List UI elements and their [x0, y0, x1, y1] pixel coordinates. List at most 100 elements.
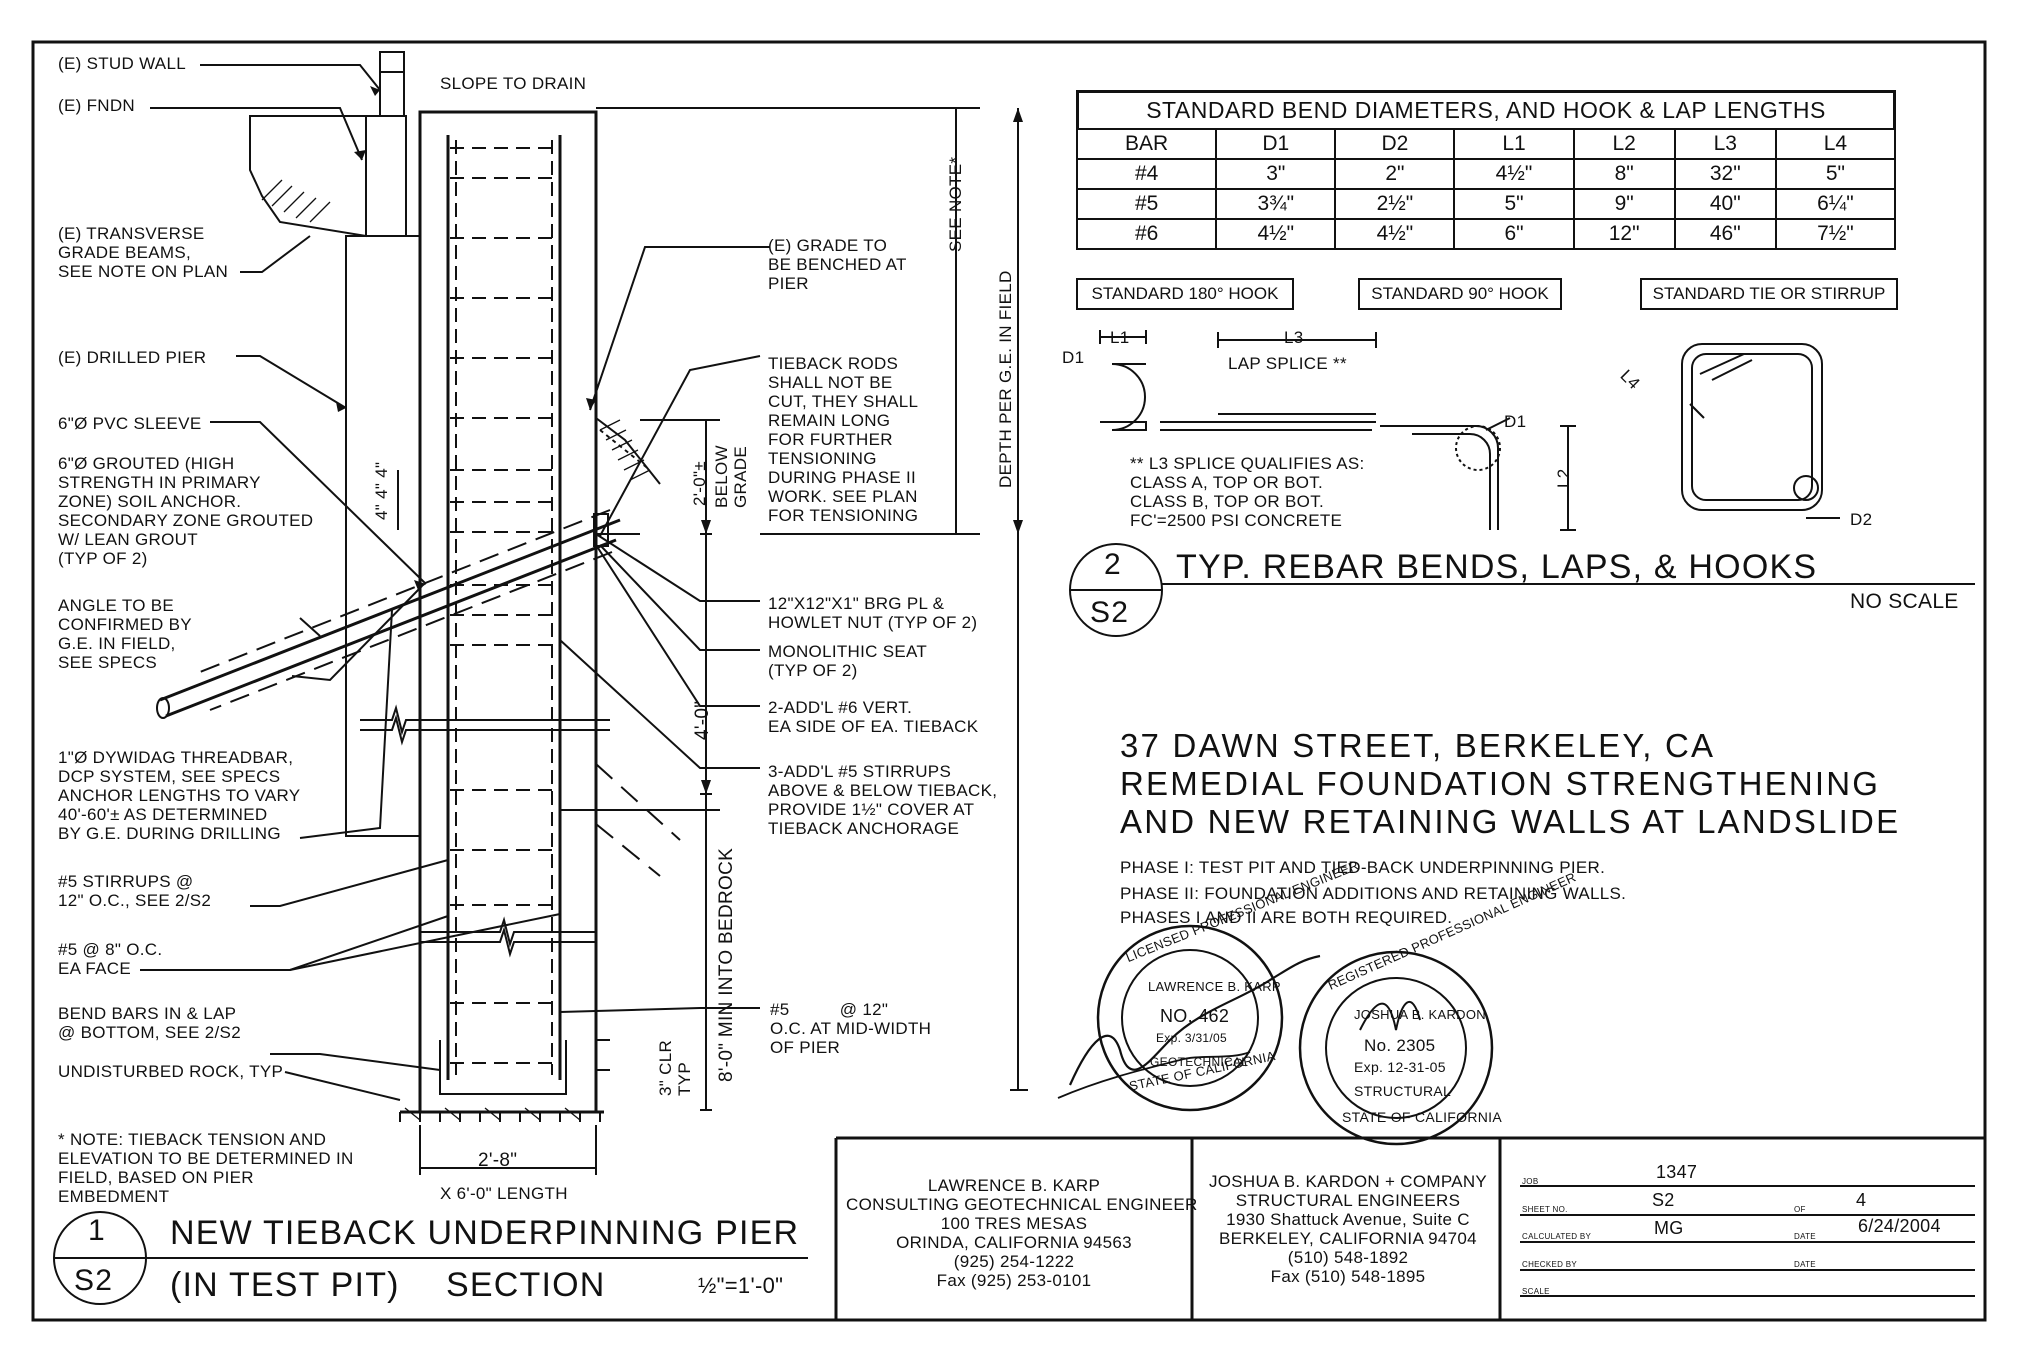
- label-tieback-rods: TIEBACK RODS SHALL NOT BE CUT, THEY SHAL…: [768, 354, 919, 526]
- table-row: #6 4½" 4½" 6" 12" 46" 7½": [1075, 218, 1897, 250]
- bend-table-header: L1: [1453, 128, 1575, 160]
- tb-calc: MG: [1654, 1218, 1684, 1238]
- str-stamp-type: STRUCTURAL: [1354, 1083, 1452, 1099]
- table-cell: 7½": [1774, 218, 1897, 250]
- label-grade-beams: (E) TRANSVERSE GRADE BEAMS, SEE NOTE ON …: [58, 224, 229, 282]
- table-cell: 46": [1673, 218, 1777, 250]
- hook-d2: D2: [1850, 510, 1873, 529]
- label-vert-bars: #5 @ 8" O.C. EA FACE: [58, 940, 163, 979]
- tb-sheet: S2: [1652, 1190, 1675, 1210]
- detail1-sheet: S2: [74, 1264, 114, 1297]
- hook-d1-180: D1: [1062, 348, 1085, 367]
- dim-clr: 3" CLR TYP: [656, 1039, 695, 1096]
- dim-width: 2'-8": [478, 1150, 518, 1171]
- tb-date2-label: DATE: [1794, 1260, 1816, 1269]
- table-cell: 6": [1453, 218, 1575, 250]
- detail2-sheet: S2: [1090, 596, 1130, 629]
- geo-engineer-block: LAWRENCE B. KARP CONSULTING GEOTECHNICAL…: [846, 1176, 1198, 1291]
- phase-3: PHASES I AND II ARE BOTH REQUIRED.: [1120, 908, 1453, 927]
- dim-4in: 4" 4" 4": [372, 461, 391, 520]
- hook-d1-90: D1: [1504, 412, 1527, 431]
- table-cell: 4½": [1453, 158, 1575, 190]
- new-pier: [418, 110, 598, 1114]
- str-stamp-exp: Exp. 12-31-05: [1354, 1059, 1446, 1075]
- geo-stamp-no: No. 462: [1160, 1006, 1230, 1026]
- label-addl-vert: 2-ADD'L #6 VERT. EA SIDE OF EA. TIEBACK: [768, 698, 979, 737]
- dim-4ft: 4'-0": [692, 700, 713, 740]
- label-grade-bench: (E) GRADE TO BE BENCHED AT PIER: [768, 236, 907, 294]
- tb-job-label: JOB: [1522, 1177, 1539, 1186]
- label-see-note: SEE NOTE*: [946, 156, 965, 252]
- table-cell: 2": [1334, 158, 1456, 190]
- table-cell: #5: [1075, 188, 1218, 220]
- label-rock: UNDISTURBED ROCK, TYP: [58, 1062, 284, 1081]
- bend-table-header: D1: [1215, 128, 1337, 160]
- geo-stamp-name: LAWRENCE B. KARP: [1148, 979, 1281, 994]
- dim-below-grade-value: 2'-0"±: [690, 461, 709, 506]
- dim-below-grade-label: BELOW GRADE: [712, 445, 751, 508]
- table-cell: 40": [1673, 188, 1777, 220]
- tb-of: 4: [1856, 1190, 1867, 1210]
- table-cell: 12": [1572, 218, 1676, 250]
- table-row: #5 3¾" 2½" 5" 9" 40" 6¼": [1075, 188, 1897, 220]
- label-tie-mid: #5 @ 12" O.C. AT MID-WIDTH OF PIER: [770, 1000, 932, 1058]
- table-cell: #4: [1075, 158, 1218, 190]
- bend-table-header: L4: [1774, 128, 1897, 160]
- detail1-section: SECTION: [446, 1266, 606, 1304]
- table-cell: 9": [1572, 188, 1676, 220]
- project-line2: REMEDIAL FOUNDATION STRENGTHENING: [1120, 765, 1881, 802]
- table-cell: 32": [1673, 158, 1777, 190]
- structural-engineer-block: JOSHUA B. KARDON + COMPANY STRUCTURAL EN…: [1208, 1172, 1488, 1287]
- label-dywidag: 1"ø DYWIDAG THREADBAR, DCP SYSTEM, SEE S…: [58, 748, 301, 844]
- label-drilled-pier: (E) DRILLED PIER: [58, 348, 207, 367]
- geo-stamp-outer: [1096, 924, 1284, 1112]
- table-cell: 4½": [1215, 218, 1337, 250]
- label-note: * NOTE: TIEBACK TENSION AND ELEVATION TO…: [58, 1130, 354, 1207]
- sheet-border: [31, 40, 1987, 1322]
- str-stamp-outer: [1298, 950, 1494, 1146]
- bend-table: STANDARD BEND DIAMETERS, AND HOOK & LAP …: [1075, 90, 1897, 250]
- tb-sheet-label: SHEET NO.: [1522, 1205, 1568, 1214]
- detail1-scale: ½"=1'-0": [698, 1273, 784, 1298]
- tb-scale-label: SCALE: [1522, 1287, 1550, 1296]
- existing-pier: [345, 235, 421, 837]
- tb-date-label: DATE: [1794, 1232, 1816, 1241]
- label-grouted-anchor: 6"ø GROUTED (HIGH STRENGTH IN PRIMARY ZO…: [58, 454, 314, 569]
- table-cell: 5": [1453, 188, 1575, 220]
- table-cell: #6: [1075, 218, 1218, 250]
- stud-wall: [379, 51, 405, 117]
- table-cell: 8": [1572, 158, 1676, 190]
- detail1-subtitle: (IN TEST PIT): [170, 1266, 400, 1304]
- geo-stamp-exp: Exp. 3/31/05: [1156, 1031, 1227, 1045]
- phase-1: PHASE I: TEST PIT AND TIED-BACK UNDERPIN…: [1120, 858, 1606, 877]
- bend-table-header: D2: [1334, 128, 1456, 160]
- table-cell: 4½": [1334, 218, 1456, 250]
- label-bend-bars: BEND BARS IN & LAP @ BOTTOM, SEE 2/S2: [58, 1004, 241, 1043]
- label-angle: ANGLE TO BE CONFIRMED BY G.E. IN FIELD, …: [58, 596, 192, 673]
- str-stamp-no: No. 2305: [1364, 1036, 1436, 1055]
- label-brg-plate: 12"x12"x1" BRG PL & HOWLET NUT (TYP OF 2…: [768, 594, 978, 633]
- tb-job: 1347: [1656, 1162, 1698, 1182]
- bend-table-header-row: BAR D1 D2 L1 L2 L3 L4: [1075, 128, 1897, 160]
- table-row: #4 3" 2" 4½" 8" 32" 5": [1075, 158, 1897, 190]
- tb-date: 6/24/2004: [1858, 1216, 1941, 1236]
- label-stirrups: #5 STIRRUPS @ 12" O.C., SEE 2/S2: [58, 872, 212, 911]
- phase-2: PHASE II: FOUNDATION ADDITIONS AND RETAI…: [1120, 884, 1627, 903]
- dim-8ft: 8'-0" MIN INTO BEDROCK: [716, 847, 737, 1082]
- detail2-scale: NO SCALE: [1850, 590, 1959, 613]
- hook-l2: L2: [1554, 468, 1573, 488]
- label-fndn: (E) FNDN: [58, 96, 135, 115]
- detail2-title: TYP. REBAR BENDS, LAPS, & HOOKS: [1176, 548, 1818, 586]
- splice-note: ** L3 SPLICE QUALIFIES AS: CLASS A, TOP …: [1130, 454, 1365, 531]
- table-cell: 2½": [1334, 188, 1456, 220]
- hook-l1: L1: [1110, 328, 1130, 347]
- label-mono-seat: MONOLITHIC SEAT (TYP OF 2): [768, 642, 928, 681]
- dim-length: X 6'-0" LENGTH: [440, 1184, 568, 1203]
- str-stamp-state: STATE OF CALIFORNIA: [1342, 1109, 1502, 1125]
- box-90-hook: STANDARD 90° HOOK: [1358, 278, 1562, 310]
- detail2-num: 2: [1104, 548, 1122, 581]
- tb-of-label: OF: [1794, 1205, 1806, 1214]
- box-180-hook: STANDARD 180° HOOK: [1076, 278, 1294, 310]
